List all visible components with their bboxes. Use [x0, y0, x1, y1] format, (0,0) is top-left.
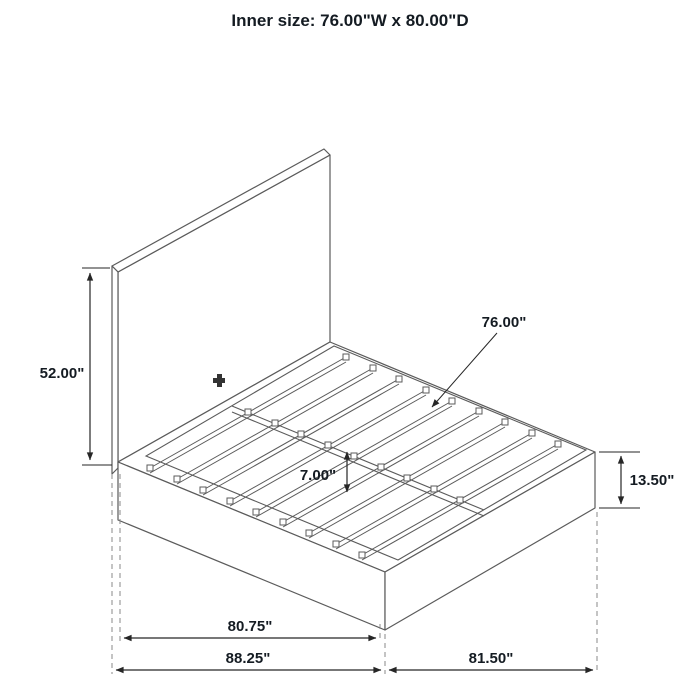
dim-slat-spacing: 7.00" [300, 451, 351, 493]
outer-width-label: 81.50" [469, 650, 514, 667]
extension-lines [111, 474, 598, 674]
slat-spacing-label: 7.00" [300, 467, 336, 484]
dim-outer-length: 88.25" [115, 650, 382, 674]
headboard [111, 148, 331, 475]
dimensions: 52.00" 76.00" 7.00" 13.50" 80.75" [40, 267, 675, 674]
footboard-height-label: 13.50" [630, 472, 675, 489]
dim-outer-width: 81.50" [388, 650, 594, 674]
dim-headboard-height: 52.00" [40, 267, 112, 466]
headboard-height-label: 52.00" [40, 365, 85, 382]
outer-length-label: 88.25" [226, 650, 271, 667]
dim-footboard-height: 13.50" [599, 451, 675, 509]
inner-length-label: 80.75" [228, 618, 273, 635]
bed-drawing [111, 148, 596, 631]
headboard-left-edge [111, 265, 119, 475]
platform-inner-rim [144, 345, 588, 561]
platform-right-face [384, 451, 596, 631]
dim-inner-length: 80.75" [123, 618, 377, 642]
diagram-title: Inner size: 76.00"W x 80.00"D [231, 11, 468, 30]
dim-slat-length: 76.00" [431, 314, 527, 408]
slat-length-label: 76.00" [482, 314, 527, 331]
center-support-bracket-icon [213, 374, 225, 387]
